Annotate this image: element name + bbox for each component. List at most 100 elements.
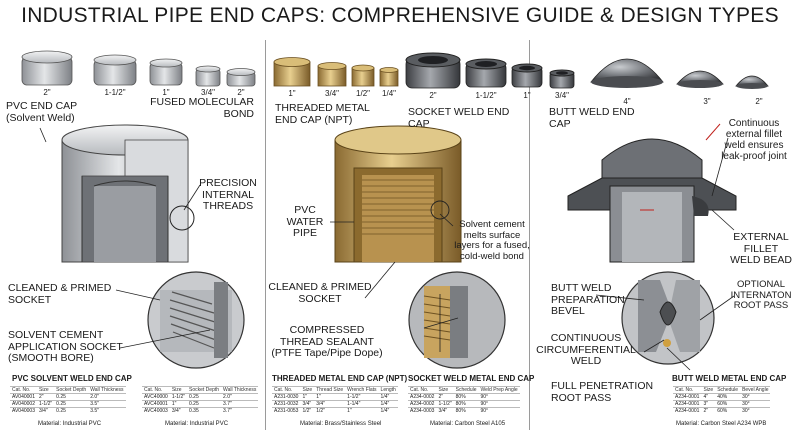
table-cell: 3.7" <box>221 400 259 408</box>
table-header-cell: Size <box>169 386 187 394</box>
table-title-pvc: PVC SOLVENT WELD END CAP <box>12 374 132 383</box>
callout-root-pass-optional: OPTIONAL INTERNATON ROOT PASS <box>730 279 792 311</box>
table-title-butt: BUTT WELD METAL END CAP <box>672 374 787 383</box>
threaded-cutaway-illustration <box>334 125 462 263</box>
socket-weld-product-row <box>405 52 575 89</box>
size-label: 3/4" <box>201 88 215 97</box>
table-header-cell: Wall Thickness <box>88 386 126 394</box>
table-cell: A231-0030 <box>272 393 301 401</box>
callout-circumferential-weld: CONTINUOUS CIRCUMFERENTIAL WELD <box>536 332 636 367</box>
table-header-cell: Thread Size <box>314 386 346 394</box>
table-cell: A231-0032 <box>272 400 301 408</box>
table-cell: 60% <box>715 407 741 414</box>
table-cell: 3.7" <box>221 407 259 414</box>
material-note: Material: Industrial PVC <box>38 421 102 427</box>
table-cell: 3/4" <box>169 407 187 414</box>
table-header-cell: Schedule <box>453 386 479 394</box>
table-header-cell: Cat. No. <box>408 386 437 394</box>
table-cell: 1/4" <box>378 400 398 408</box>
callout-butt-weld-cap: BUTT WELD END CAP <box>549 106 635 130</box>
table-cell: 1/4" <box>378 407 398 414</box>
callout-fillet-note: Continuous external fillet weld ensures … <box>721 118 787 162</box>
size-label: 2" <box>755 97 763 106</box>
size-label: 1" <box>288 89 296 98</box>
table-cell: 3.5" <box>88 407 126 414</box>
table-cell: AVC40001 <box>142 400 170 408</box>
table-cell: 90° <box>478 393 520 401</box>
callout-cleaned-socket-2: CLEANED & PRIMED SOCKET <box>268 281 372 305</box>
table-cell: 1-1/2" <box>345 393 379 401</box>
table-cell: 1/4" <box>378 393 398 401</box>
material-note: Material: Brass/Stainless Steel <box>300 421 382 427</box>
table-cell: A234-0002 <box>408 400 437 408</box>
table-cell: 80% <box>453 407 479 414</box>
size-label: 3/4" <box>555 91 569 100</box>
material-note: Material: Industrial PVC <box>165 421 229 427</box>
table-cell: 2" <box>436 393 454 401</box>
leader-lines <box>39 127 735 371</box>
page-title: INDUSTRIAL PIPE END CAPS: COMPREHENSIVE … <box>21 4 779 27</box>
table-cell: 1" <box>345 407 379 414</box>
section-divider <box>529 40 530 430</box>
table-cell: 1" <box>169 400 187 408</box>
table-cell: 40% <box>715 393 741 401</box>
callout-solvent-note: Solvent cement melts surface layers for … <box>454 219 530 262</box>
size-label: 3" <box>703 97 711 106</box>
table-cell: AVC40003 <box>142 407 170 414</box>
size-label: 2" <box>43 88 51 97</box>
red-pointer-arrows <box>640 123 721 211</box>
table-cell: 1-1/4" <box>345 400 379 408</box>
table-header-cell: Size <box>36 386 55 394</box>
size-label: 3/4" <box>325 89 339 98</box>
table-cell: A234-0001 <box>673 400 702 408</box>
callout-socket-weld-cap: SOCKET WELD END CAP <box>408 106 510 130</box>
callout-precision-threads: PRECISION INTERNAL THREADS <box>199 177 257 212</box>
table-cell: 3" <box>701 400 716 408</box>
callout-solvent-socket: SOLVENT CEMENT APPLICATION SOCKET (SMOOT… <box>8 329 123 364</box>
table-cell: AV040001 <box>10 393 37 401</box>
callout-pvc-pipe: PVC WATER PIPE <box>286 204 324 239</box>
table-header-cell: Weld Prep Angle <box>478 386 520 394</box>
table-header-cell: Cat. No. <box>272 386 301 394</box>
table-cell: 1-1/2" <box>36 400 55 408</box>
size-label: 4" <box>623 97 631 106</box>
callout-thread-sealant: COMPRESSED THREAD SEALANT (PTFE Tape/Pip… <box>271 324 383 359</box>
table-header-cell: Cat. No. <box>673 386 702 394</box>
table-cell: AV040003 <box>10 407 37 414</box>
section-divider <box>265 40 266 430</box>
material-note: Material: Carbon Steel A234 WPB <box>676 421 767 427</box>
table-cell: A234-0001 <box>673 407 702 414</box>
table-header-cell: Size <box>701 386 716 394</box>
pvc-cutaway-illustration <box>61 124 195 263</box>
table-cell: 2" <box>36 393 55 401</box>
callout-pvc-end-cap: PVC END CAP (Solvent Weld) <box>6 100 78 124</box>
table-cell: 80% <box>453 393 479 401</box>
table-cell: 1" <box>300 393 315 401</box>
callout-fillet-bead: EXTERNAL FILLET WELD BEAD <box>730 231 792 266</box>
table-cell: 0.25 <box>187 400 222 408</box>
table-cell: 1/2" <box>314 407 346 414</box>
table-cell: A231-0053 <box>272 407 301 414</box>
table-header-cell: Wrench Flats <box>345 386 379 394</box>
table-cell: 0.35 <box>187 407 222 414</box>
table-cell: 2.0" <box>88 393 126 401</box>
table-cell: 1" <box>314 393 346 401</box>
size-label: 1/4" <box>382 89 396 98</box>
butt-weld-detail <box>621 271 715 365</box>
threaded-cap-product-row <box>273 57 399 87</box>
table-cell: 1/2" <box>300 407 315 414</box>
table-cell: 2.0" <box>221 393 259 401</box>
callout-fused-bond: FUSED MOLECULAR BOND <box>150 96 254 120</box>
pvc-thread-detail <box>147 271 245 369</box>
table-header-cell: Length <box>378 386 398 394</box>
table-title-socket: SOCKET WELD METAL END CAP <box>408 374 535 383</box>
butt-weld-product-row <box>590 58 769 89</box>
callout-threaded-cap: THREADED METAL END CAP (NPT) <box>275 102 370 126</box>
size-label: 2" <box>237 88 245 97</box>
table-header-cell: Size <box>300 386 315 394</box>
